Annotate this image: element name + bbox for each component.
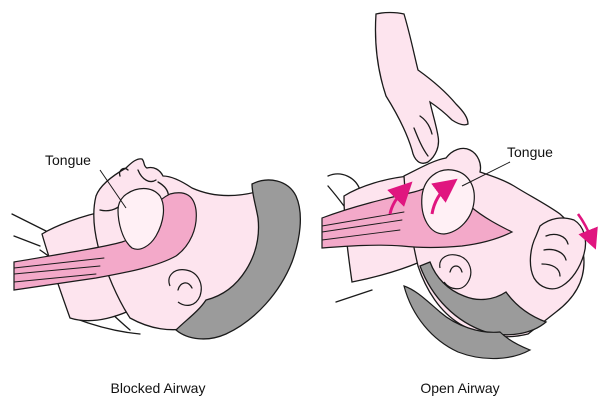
forehead-hand-fingers (541, 233, 569, 277)
right-trachea-lines (321, 211, 405, 241)
right-ear-inner (449, 265, 463, 273)
head-tilt-arrow (576, 213, 598, 250)
left-face-details (99, 167, 170, 212)
left-tongue-shape (117, 187, 165, 250)
chin-lift-hand (374, 11, 469, 164)
left-trachea-lines (13, 257, 105, 283)
airway-arrow-1 (387, 181, 413, 215)
right-airway (321, 168, 514, 249)
right-caption: Open Airway (420, 380, 499, 396)
right-ear (439, 254, 472, 290)
left-tongue-label: Tongue (45, 152, 91, 168)
right-tongue-label: Tongue (507, 144, 553, 160)
left-hair (175, 179, 301, 340)
right-hair-back (403, 285, 532, 360)
left-shoulder-lines (11, 213, 141, 335)
blocked-airway-figure: Tongue Blocked Airway (11, 152, 301, 396)
left-tongue-leader (99, 169, 127, 209)
right-tongue-leader (461, 161, 511, 187)
airway-arrow-2 (430, 178, 458, 215)
left-caption: Blocked Airway (111, 380, 206, 396)
right-hair (419, 261, 548, 336)
chin-lift-hand-details (413, 115, 433, 157)
left-ear (168, 269, 202, 306)
left-ear-inner (177, 282, 193, 291)
forehead-hand (529, 217, 587, 290)
open-airway-figure: Tongue Open Airway (321, 11, 598, 396)
